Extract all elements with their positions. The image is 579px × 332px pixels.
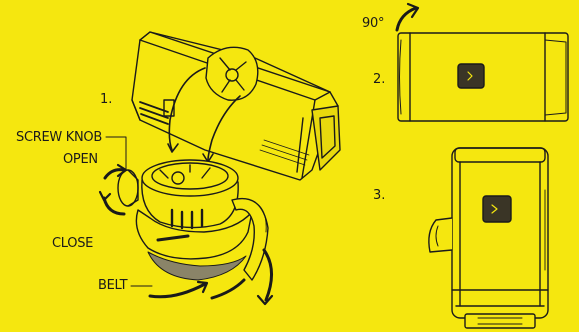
close-label: CLOSE [52, 236, 93, 251]
step-1-label: 1. [100, 92, 112, 107]
screw-knob-label: SCREW KNOB [16, 130, 102, 145]
light-top-view [398, 33, 568, 121]
mount-assembly [118, 160, 268, 280]
angle-label: 90° [362, 16, 384, 31]
mount-plate [206, 47, 258, 100]
step-3-label: 3. [373, 188, 385, 203]
open-label: OPEN [63, 152, 98, 167]
step-2-label: 2. [373, 72, 385, 87]
belt-label: BELT [98, 278, 127, 293]
light-side-view [429, 148, 548, 328]
rotate-90-arrow [397, 4, 418, 30]
